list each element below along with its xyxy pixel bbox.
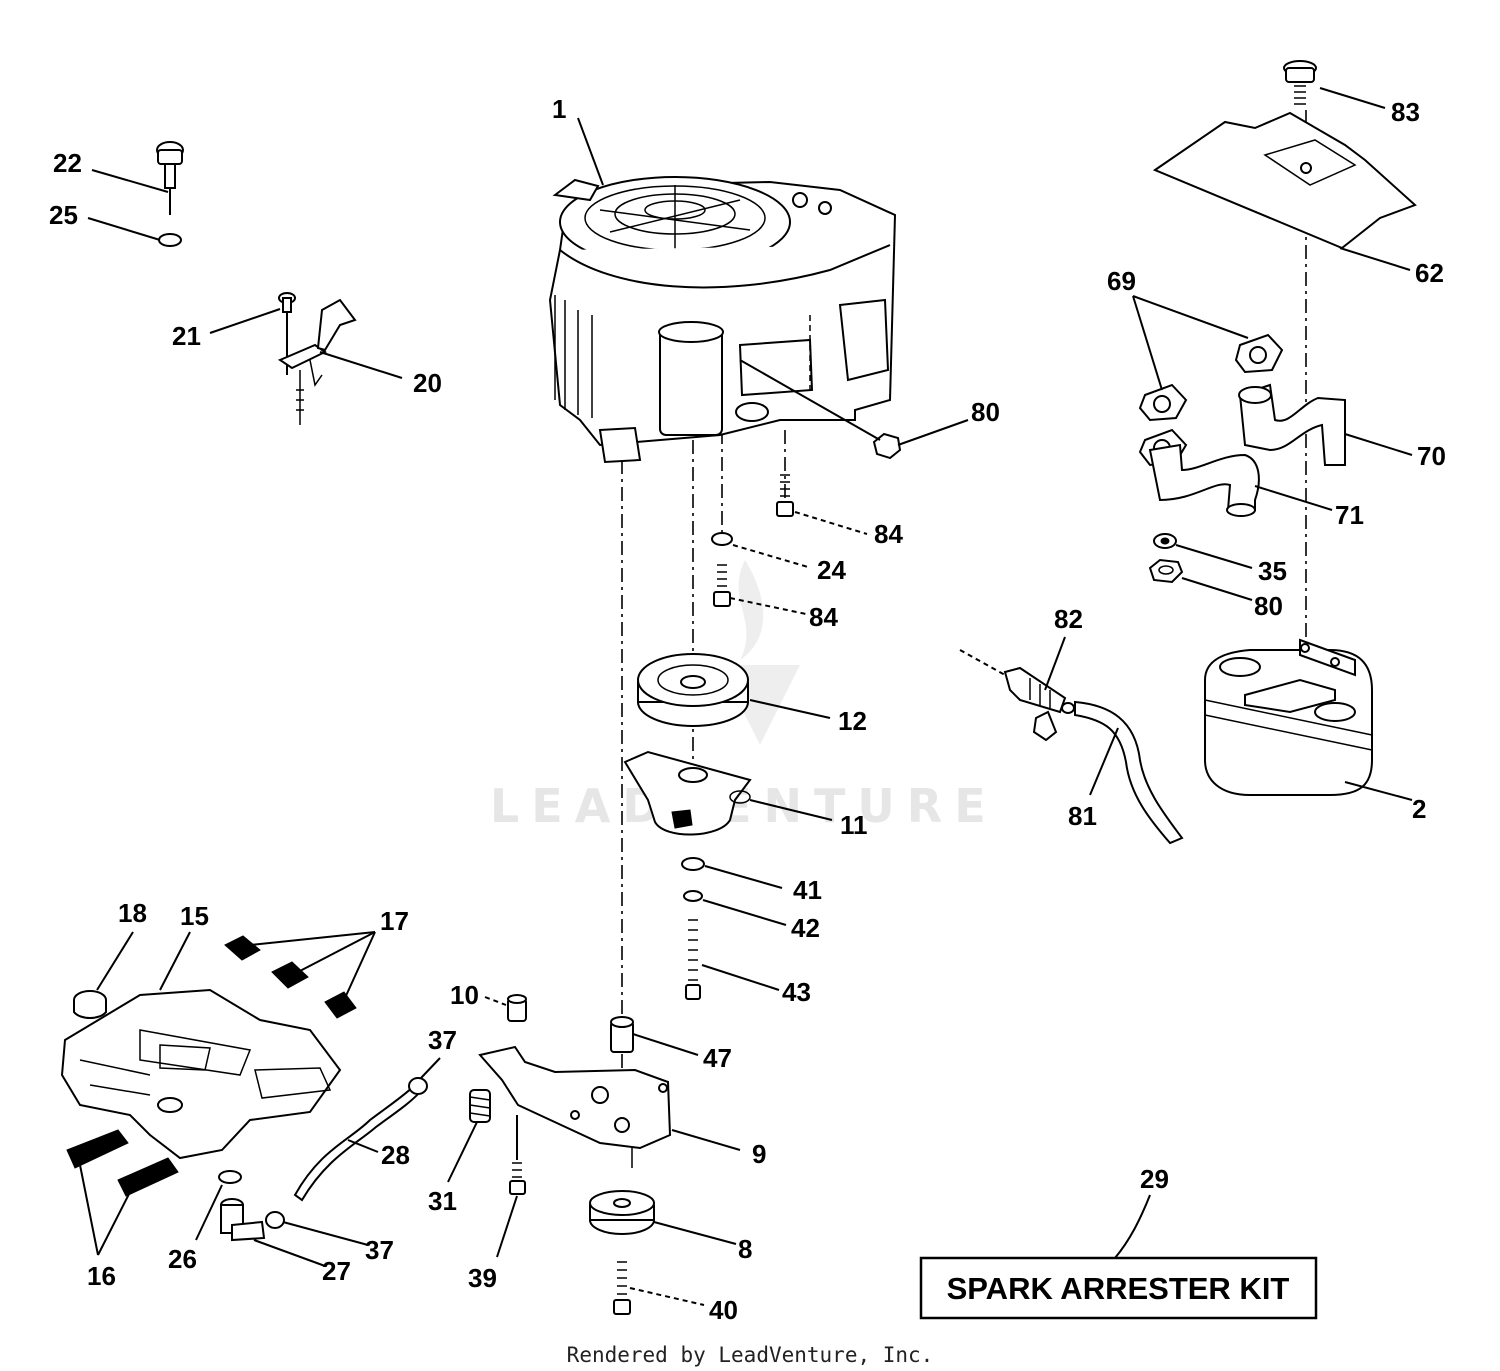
callout-27: 27 xyxy=(322,1256,351,1286)
callout-17: 17 xyxy=(380,906,409,936)
callout-26: 26 xyxy=(168,1244,197,1274)
footer-credit: Rendered by LeadVenture, Inc. xyxy=(567,1343,934,1367)
washer-26 xyxy=(218,1170,242,1184)
clamp-37-upper xyxy=(408,1077,428,1095)
callout-39: 39 xyxy=(468,1263,497,1293)
callout-83: 83 xyxy=(1391,97,1420,127)
spring-31 xyxy=(469,1089,491,1123)
pads-16 xyxy=(66,1129,179,1197)
idler-pulley-8 xyxy=(589,1190,655,1235)
leader-lines xyxy=(79,87,1413,1306)
callout-21: 21 xyxy=(172,321,201,351)
callout-62: 62 xyxy=(1415,258,1444,288)
washer-24 xyxy=(711,532,733,546)
pads-17 xyxy=(224,935,357,1019)
screw-83 xyxy=(1283,60,1317,105)
control-panel-15 xyxy=(60,988,342,1160)
idler-bracket xyxy=(478,1045,672,1168)
callout-37-lower: 37 xyxy=(365,1235,394,1265)
callout-82: 82 xyxy=(1054,604,1083,634)
bolt-39 xyxy=(509,1115,526,1195)
bolt-40 xyxy=(613,1261,631,1315)
exhaust-pipe-70 xyxy=(1238,383,1346,466)
callout-35: 35 xyxy=(1258,556,1287,586)
callout-31: 31 xyxy=(428,1186,457,1216)
fuel-shutoff-82 xyxy=(959,649,1075,742)
callout-81: 81 xyxy=(1068,801,1097,831)
callout-41: 41 xyxy=(793,875,822,905)
callout-11: 11 xyxy=(840,810,868,840)
washer-41 xyxy=(681,857,705,871)
callout-2: 2 xyxy=(1412,794,1426,824)
callout-84-lower: 84 xyxy=(809,602,838,632)
callout-71: 71 xyxy=(1335,500,1364,530)
callout-20: 20 xyxy=(413,368,442,398)
muffler xyxy=(1204,638,1373,796)
callout-84-upper: 84 xyxy=(874,519,903,549)
heat-shield xyxy=(1152,111,1417,250)
callout-9: 9 xyxy=(752,1139,766,1169)
callout-22: 22 xyxy=(53,148,82,178)
callout-8: 8 xyxy=(738,1234,752,1264)
engine xyxy=(548,176,897,464)
washer-25 xyxy=(158,233,182,247)
callout-labels: 1 2 8 9 10 11 12 15 16 17 18 20 21 22 24… xyxy=(49,94,1446,1325)
callout-29: 29 xyxy=(1140,1164,1169,1194)
bolt-84-lower xyxy=(713,564,731,607)
callout-70: 70 xyxy=(1417,441,1446,471)
washer-35 xyxy=(1153,533,1177,549)
electric-clutch xyxy=(623,750,752,836)
callout-69: 69 xyxy=(1107,266,1136,296)
spark-arrester-kit-label: SPARK ARRESTER KIT xyxy=(947,1271,1290,1306)
spacer-47 xyxy=(610,1016,634,1053)
callout-18: 18 xyxy=(118,898,147,928)
bolt-43 xyxy=(685,919,701,1000)
callout-12: 12 xyxy=(838,706,867,736)
callout-40: 40 xyxy=(709,1295,738,1325)
callout-15: 15 xyxy=(180,901,209,931)
callout-25: 25 xyxy=(49,200,78,230)
spacer-10 xyxy=(507,994,527,1022)
knob-22 xyxy=(156,141,184,215)
bolt-84-upper xyxy=(776,474,794,517)
exhaust-pipe-71 xyxy=(1148,443,1260,517)
callout-24: 24 xyxy=(817,555,846,585)
nut-80-engine xyxy=(872,432,902,460)
throttle-control-20 xyxy=(277,298,357,425)
spark-arrester-kit: SPARK ARRESTER KIT xyxy=(919,1256,1318,1320)
cap-18 xyxy=(73,990,107,1019)
callout-43: 43 xyxy=(782,977,811,1007)
callout-16: 16 xyxy=(87,1261,116,1291)
fuel-hose-81 xyxy=(1074,700,1184,845)
nut-80-right xyxy=(1148,558,1184,584)
pulley-12 xyxy=(637,653,749,727)
callout-28: 28 xyxy=(381,1140,410,1170)
washer-42 xyxy=(683,890,703,902)
callout-80-engine: 80 xyxy=(971,397,1000,427)
callout-10: 10 xyxy=(450,980,479,1010)
fitting-27 xyxy=(220,1198,266,1242)
clamp-37-lower xyxy=(265,1211,285,1229)
callout-1: 1 xyxy=(552,94,566,124)
callout-47: 47 xyxy=(703,1043,732,1073)
callout-37-upper: 37 xyxy=(428,1025,457,1055)
callout-42: 42 xyxy=(791,913,820,943)
callout-80-muffler: 80 xyxy=(1254,591,1283,621)
